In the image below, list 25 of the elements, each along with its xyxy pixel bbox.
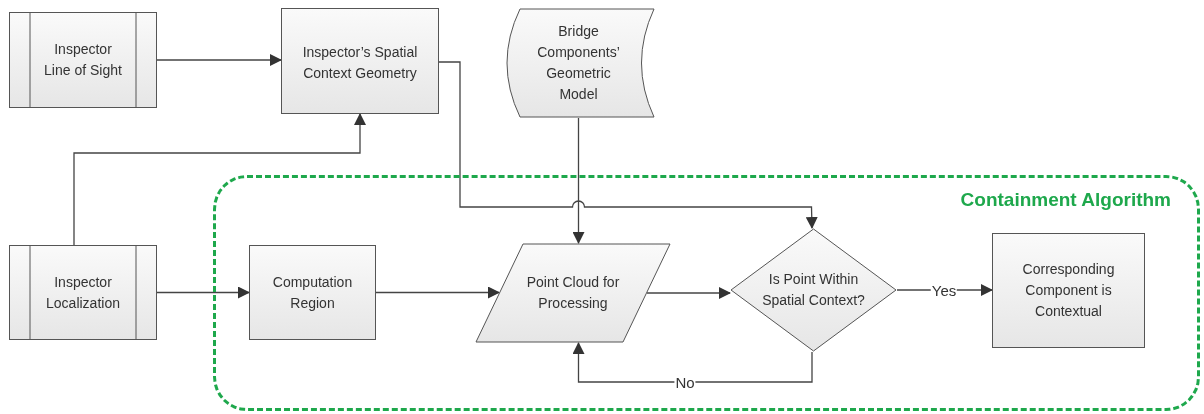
- predefined-process-box: [9, 245, 157, 340]
- predefined-process-box: [9, 12, 157, 108]
- node-label: Inspector Line of Sight: [43, 40, 123, 80]
- process-box: [992, 233, 1145, 348]
- node-label: Bridge Components’ Geometric Model: [536, 22, 621, 104]
- dashed-group-region: [213, 175, 1200, 411]
- group-title: Containment Algorithm: [960, 188, 1171, 212]
- process-box: [281, 8, 439, 114]
- data-parallelogram: [475, 243, 671, 343]
- arrow: [572, 342, 813, 383]
- node-label: Point Cloud for Processing: [525, 273, 621, 313]
- node-label: Inspector Localization: [45, 272, 121, 313]
- node-label: Corresponding Component is Contextual: [1021, 260, 1116, 321]
- arrow: [375, 286, 500, 299]
- node-label: Is Point Within Spatial Context?: [761, 270, 866, 310]
- arrow: [73, 113, 366, 246]
- arrow: [156, 286, 250, 299]
- decision-diamond: [730, 228, 897, 352]
- arrow: [156, 54, 282, 66]
- arrow: [438, 61, 818, 229]
- node-label: Computation Region: [271, 272, 354, 313]
- arrow: [572, 117, 585, 244]
- process-box: [249, 245, 376, 340]
- node-label: Inspector’s Spatial Context Geometry: [301, 43, 419, 83]
- arrow: [646, 287, 731, 299]
